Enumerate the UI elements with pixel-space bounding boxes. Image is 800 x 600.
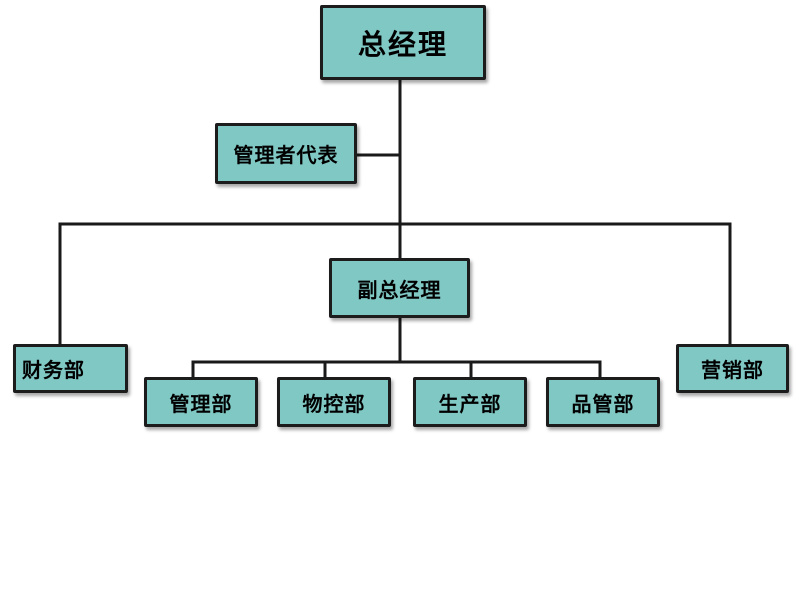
sales-department-node: 营销部 <box>676 344 789 393</box>
deputy-general-manager-node: 副总经理 <box>329 258 470 318</box>
node-label: 总经理 <box>357 27 448 61</box>
node-label: 管理者代表 <box>233 143 339 167</box>
node-label: 物控部 <box>302 391 366 416</box>
node-label: 生产部 <box>438 391 502 416</box>
node-label: 品管部 <box>571 391 635 416</box>
management-representative-node: 管理者代表 <box>215 123 357 184</box>
node-label: 副总经理 <box>357 277 442 302</box>
finance-department-node: 财务部 <box>13 344 128 393</box>
department-node-management: 管理部 <box>144 377 258 427</box>
general-manager-node: 总经理 <box>320 5 486 80</box>
node-label: 营销部 <box>701 358 764 382</box>
department-node-material-control: 物控部 <box>277 377 391 427</box>
node-label: 财务部 <box>22 358 85 382</box>
department-node-production: 生产部 <box>413 377 527 427</box>
node-label: 管理部 <box>169 391 233 416</box>
department-node-quality: 品管部 <box>546 377 660 427</box>
